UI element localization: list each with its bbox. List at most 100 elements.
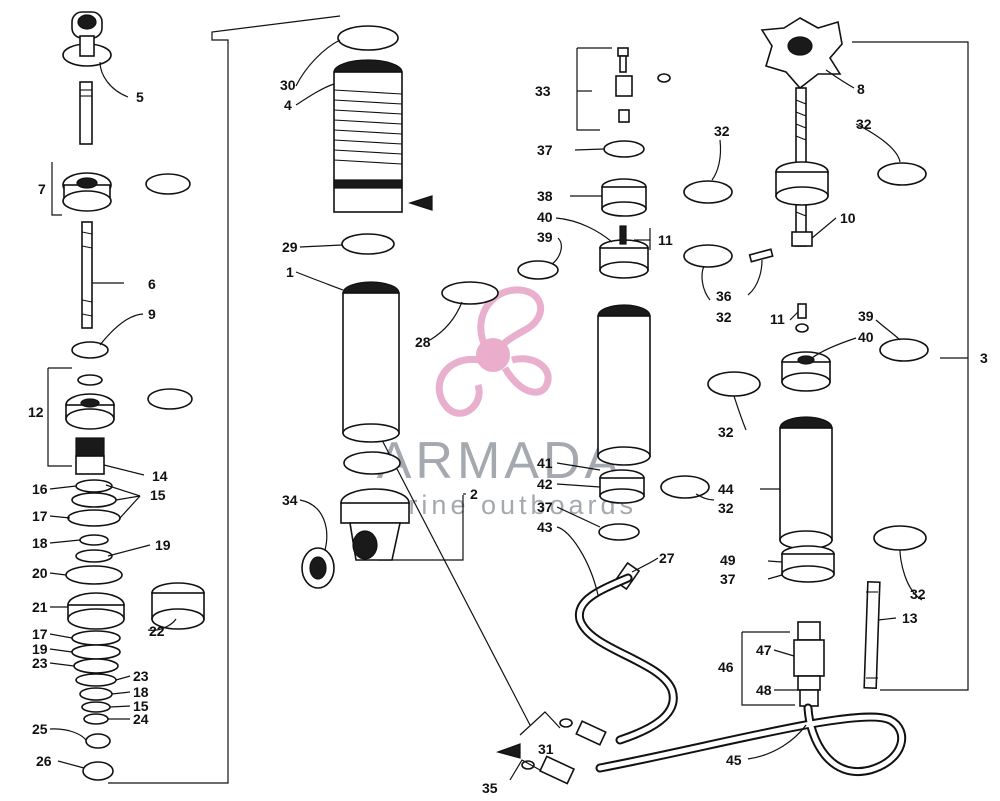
- callout-label: 43: [537, 519, 553, 535]
- elbow-35-icon: [521, 755, 576, 785]
- callout-label: 41: [537, 455, 553, 471]
- callout-label: 25: [32, 721, 48, 737]
- cylinder-1-icon: [342, 281, 400, 443]
- threaded-rod-icon: [81, 221, 93, 329]
- cylinder-column: [301, 25, 499, 589]
- callout-label: 21: [32, 599, 48, 615]
- callout-label: 5: [136, 89, 144, 105]
- callout-label: 14: [152, 468, 168, 484]
- callout-label: 15: [133, 698, 149, 714]
- o-ring-32-left-2: [147, 388, 193, 410]
- hose-route-line: [381, 439, 531, 726]
- callout-label: 39: [537, 229, 553, 245]
- valve-column: [517, 47, 733, 591]
- o-ring-28: [441, 281, 499, 305]
- propeller-icon: [435, 286, 552, 417]
- callout-label: 16: [32, 481, 48, 497]
- trim-screw-column: [707, 17, 929, 707]
- bracket-2: [378, 495, 464, 561]
- left-assembly-bracket: [108, 15, 341, 784]
- callout-label: 32: [718, 424, 734, 440]
- callout-label: 22: [149, 623, 165, 639]
- check-valve-11-icon: [795, 303, 809, 333]
- callout-label: 18: [133, 684, 149, 700]
- callout-label: 7: [38, 181, 46, 197]
- rod-guide-icon: [62, 172, 112, 212]
- bracket-12: [47, 368, 72, 467]
- nut-block-icon: [775, 161, 829, 206]
- callout-label: 17: [32, 626, 48, 642]
- callout-label: 8: [857, 81, 865, 97]
- tube-13-icon: [863, 580, 881, 690]
- callout-label: 36: [716, 288, 732, 304]
- ring-12: [77, 374, 103, 386]
- o-ring-32-right: [877, 162, 927, 186]
- valve-body-21-icon: [67, 592, 125, 630]
- callout-label: 4: [284, 97, 292, 113]
- arrow-marker-bottom: [496, 743, 521, 759]
- bracket-35: [509, 759, 541, 781]
- bracket-7: [51, 162, 62, 216]
- coupling-46-icon: [793, 621, 825, 707]
- cylinder-sleeve-4-icon: [333, 59, 433, 213]
- callout-label: 46: [718, 659, 734, 675]
- callout-label: 9: [148, 306, 156, 322]
- arrow-marker: [408, 195, 433, 211]
- callout-label: 37: [720, 571, 736, 587]
- gland-49-icon: [781, 545, 835, 583]
- callout-label: 42: [537, 476, 553, 492]
- spacer-14-icon: [75, 437, 105, 475]
- callout-label: 34: [282, 492, 298, 508]
- nut-25: [85, 733, 111, 749]
- hose-43: [574, 573, 678, 745]
- cylinder-41-icon: [597, 304, 651, 466]
- propeller-blade-top: [477, 286, 545, 354]
- callout-label: 39: [858, 308, 874, 324]
- propeller-blade-right: [501, 355, 552, 396]
- callout-label: 17: [32, 508, 48, 524]
- o-ring-32-left: [145, 173, 191, 195]
- callout-label: 47: [756, 642, 772, 658]
- assembly-brackets: [47, 15, 969, 784]
- elbow-31-icon: [559, 718, 607, 746]
- callout-label: 18: [32, 535, 48, 551]
- callout-label: 38: [537, 188, 553, 204]
- piston-42-icon: [599, 469, 645, 504]
- callout-label: 27: [659, 550, 675, 566]
- callout-label: 37: [537, 142, 553, 158]
- callout-label: 20: [32, 565, 48, 581]
- o-ring-32-center: [683, 180, 733, 204]
- bushing-34-icon: [301, 547, 335, 589]
- callout-label: 33: [535, 83, 551, 99]
- lower-disc-stack-icon: [71, 630, 121, 725]
- trim-rod-column: [62, 11, 205, 781]
- bracket-46: [741, 632, 795, 706]
- eye-fitting-icon: [62, 11, 112, 67]
- ring-39-right: [879, 338, 929, 362]
- callout-label: 40: [858, 329, 874, 345]
- hoses: [496, 573, 907, 785]
- star-knob-8-icon: [760, 17, 843, 90]
- callout-label: 1: [286, 264, 294, 280]
- callout-label: 19: [32, 641, 48, 657]
- callout-label: 3: [980, 350, 988, 366]
- washer-9: [71, 341, 109, 359]
- callout-label: 37: [537, 499, 553, 515]
- callout-label: 24: [133, 711, 149, 727]
- callout-label: 11: [770, 311, 785, 327]
- callout-label: 10: [840, 210, 856, 226]
- callout-labels: 5 7 6 9 12 14 15 16 17 18 19 20 21 22 17…: [28, 77, 988, 796]
- callout-label: 32: [716, 309, 732, 325]
- ring-39-center: [517, 260, 559, 280]
- callout-label: 26: [36, 753, 52, 769]
- pin-36: [748, 248, 774, 263]
- callout-label: 31: [538, 741, 554, 757]
- callout-label: 44: [718, 481, 734, 497]
- propeller-hub: [476, 338, 510, 372]
- callout-label: 49: [720, 552, 736, 568]
- piston-40-right-icon: [781, 351, 831, 392]
- piston-rod-icon: [79, 81, 93, 145]
- cylinder-44-icon: [779, 416, 833, 550]
- cylinder-base-2-icon: [340, 488, 410, 561]
